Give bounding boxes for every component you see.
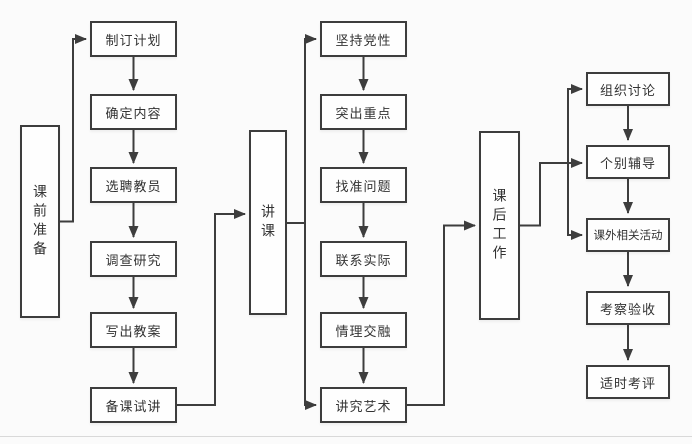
node-label: 找准问题 (335, 178, 392, 194)
node-extracurricular-activities: 课外相关活动 (586, 218, 670, 252)
node-inspection-acceptance: 考察验收 (586, 291, 670, 325)
node-lecture: 讲课 (249, 130, 287, 315)
arrow-lecture-to-artistry (304, 223, 317, 410)
node-label: 写出教案 (105, 323, 162, 339)
node-label: 选聘教员 (105, 178, 162, 194)
node-label: 联系实际 (335, 252, 392, 268)
node-label: 适时考评 (599, 375, 656, 391)
node-label: 调查研究 (105, 252, 162, 268)
arrow-rehearse-to-lecture (177, 209, 246, 406)
arrow-lecture-to-party (304, 34, 317, 223)
node-label: 课前准备 (32, 183, 48, 260)
arrow-artistry-to-afterclass (407, 220, 476, 406)
node-find-problems: 找准问题 (320, 167, 407, 203)
arrow-prep-to-plan (60, 34, 87, 223)
node-label: 确定内容 (105, 105, 162, 121)
node-artistry: 讲究艺术 (320, 387, 407, 423)
node-highlight-key-points: 突出重点 (320, 94, 407, 130)
node-investigate-research: 调查研究 (90, 241, 177, 277)
bottom-divider (0, 436, 692, 437)
node-link-practice: 联系实际 (320, 241, 407, 277)
node-party-spirit: 坚持党性 (320, 21, 407, 57)
node-write-lesson-plan: 写出教案 (90, 312, 177, 348)
node-rehearse-lesson: 备课试讲 (90, 387, 177, 423)
node-after-class-work: 课后工作 (479, 131, 520, 320)
arrow-junction-to-activities (567, 163, 583, 240)
node-label: 个别辅导 (599, 155, 656, 171)
node-label: 情理交融 (335, 323, 392, 339)
node-label: 课后工作 (491, 187, 508, 264)
arrow-junction-to-discussion (567, 84, 583, 163)
node-pre-class-preparation: 课前准备 (20, 125, 60, 318)
node-label: 突出重点 (335, 105, 392, 121)
node-label: 考察验收 (599, 301, 656, 317)
node-select-teachers: 选聘教员 (90, 167, 177, 203)
node-label: 组织讨论 (599, 82, 656, 98)
node-emotion-reason-blend: 情理交融 (320, 312, 407, 348)
node-label: 坚持党性 (335, 32, 392, 48)
node-individual-tutoring: 个别辅导 (586, 145, 670, 179)
node-label: 备课试讲 (105, 398, 162, 414)
node-make-plan: 制订计划 (90, 21, 177, 57)
node-label: 制订计划 (105, 32, 162, 48)
node-label: 课外相关活动 (593, 230, 663, 242)
node-label: 讲课 (260, 203, 276, 242)
node-timely-evaluation: 适时考评 (586, 365, 670, 399)
node-organize-discussion: 组织讨论 (586, 72, 670, 106)
arrow-afterclass-to-tutoring (520, 158, 583, 227)
node-determine-content: 确定内容 (90, 94, 177, 130)
node-label: 讲究艺术 (335, 398, 392, 414)
